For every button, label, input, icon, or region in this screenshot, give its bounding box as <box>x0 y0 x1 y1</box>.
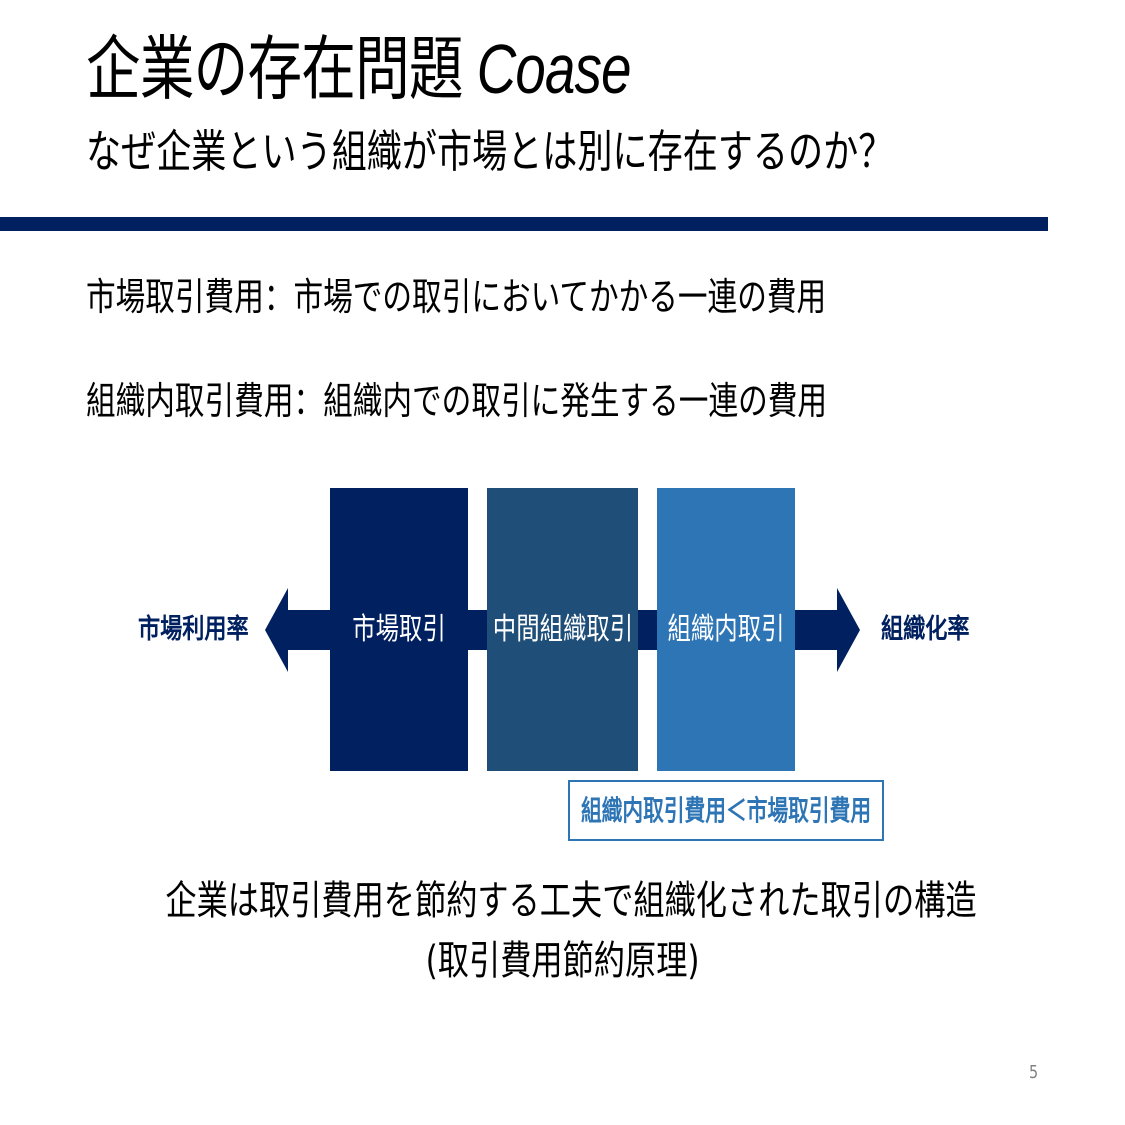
slide-subtitle: なぜ企業という組織が市場とは別に存在するのか？ <box>86 125 894 178</box>
market-transaction-label: 市場取引 <box>352 611 446 647</box>
definition-market-transaction-cost: 市場取引費用：市場での取引においてかかる一連の費用 <box>86 275 827 319</box>
slide-title-japanese: 企業の存在問題 <box>86 28 464 110</box>
header-divider <box>0 217 1048 231</box>
conclusion-line-1: 企業は取引費用を節約する工夫で組織化された取引の構造 <box>164 878 977 924</box>
intermediate-organization-label: 中間組織取引 <box>492 611 633 647</box>
intermediate-organization-box: 中間組織取引 <box>487 488 638 771</box>
market-transaction-box: 市場取引 <box>330 488 468 771</box>
internal-transaction-label: 組織内取引 <box>667 611 785 647</box>
conclusion-principle: (取引費用節約原理) <box>0 936 1125 986</box>
organization-rate-label: 組織化率 <box>881 614 970 645</box>
market-usage-rate-label: 市場利用率 <box>138 614 249 645</box>
page-number: 5 <box>1029 1062 1039 1083</box>
conclusion-statement: 企業は取引費用を節約する工夫で組織化された取引の構造 <box>8 876 1125 926</box>
internal-transaction-box: 組織内取引 <box>657 488 795 771</box>
cost-comparison-callout: 組織内取引費用＜市場取引費用 <box>568 780 884 841</box>
conclusion-line-2: (取引費用節約原理) <box>425 938 700 984</box>
cost-comparison-text: 組織内取引費用＜市場取引費用 <box>580 793 872 827</box>
slide-title-latin: Coase <box>476 30 632 108</box>
definition-internal-transaction-cost: 組織内取引費用：組織内での取引に発生する一連の費用 <box>86 379 828 423</box>
